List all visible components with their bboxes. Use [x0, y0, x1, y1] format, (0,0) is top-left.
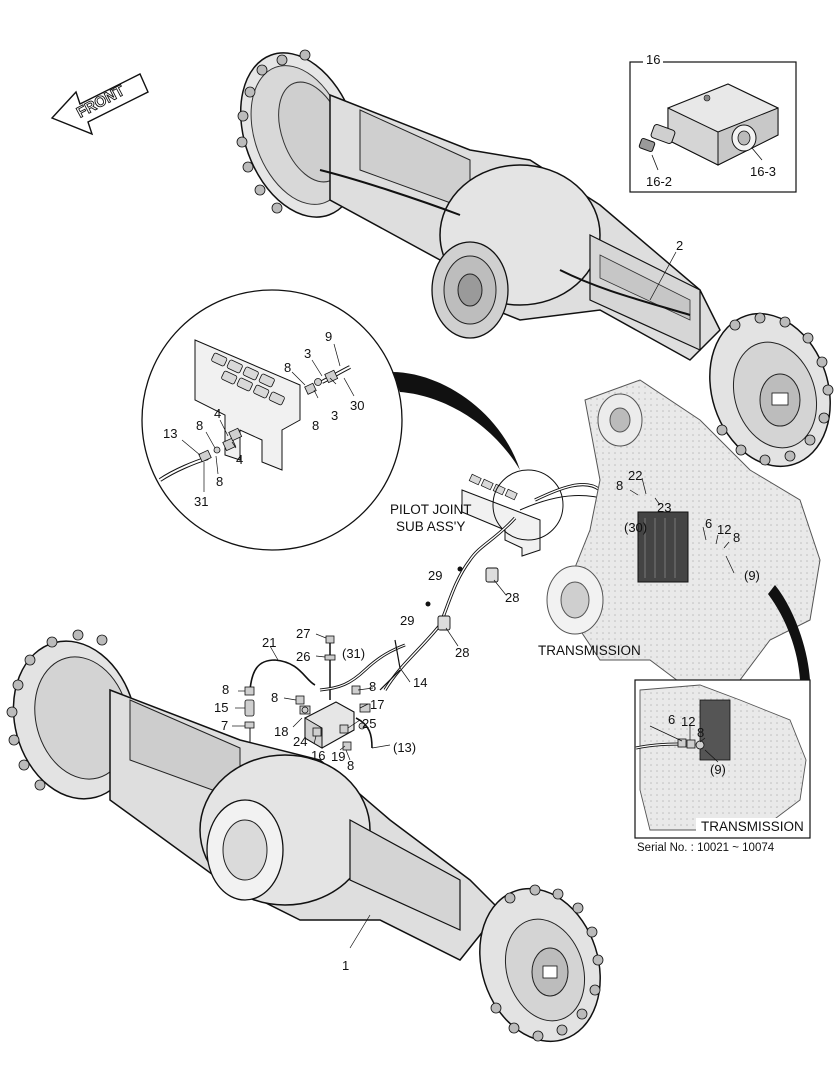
callout-17: 17: [370, 697, 384, 712]
callout-29-upper: 29: [428, 568, 442, 583]
callout-1: 1: [342, 958, 349, 973]
callout-13: 13: [163, 426, 177, 441]
callout-16: 16: [311, 748, 325, 763]
callout-24: 24: [293, 734, 307, 749]
callout-8-trans-upper: 8: [616, 478, 623, 493]
detail-pointer-lower: [768, 585, 810, 680]
callout-19: 19: [331, 749, 345, 764]
callout-18: 18: [274, 724, 288, 739]
callout-28-lower: 28: [455, 645, 469, 660]
callout-9-paren-main: (9): [744, 568, 760, 583]
callout-8-block-left: 8: [222, 682, 229, 697]
callout-8-left: 8: [196, 418, 203, 433]
callout-6-main: 6: [705, 516, 712, 531]
front-arrow: FRONT: [50, 73, 149, 136]
callout-7: 7: [221, 718, 228, 733]
callout-8-block-mid: 8: [271, 690, 278, 705]
callout-8-bottom: 8: [216, 474, 223, 489]
callout-3-lower: 3: [331, 408, 338, 423]
callout-9: 9: [325, 329, 332, 344]
callout-31: 31: [194, 494, 208, 509]
callout-labels: 2 1 9 3 8 30 3 8 4 8 13 4 8 31 PILOT JOI…: [163, 238, 804, 973]
inset-right-label: 16-3: [750, 164, 776, 179]
inset-title-label: 16: [646, 52, 660, 67]
callout-23: 23: [657, 500, 671, 515]
callout-8-inset: 8: [697, 725, 704, 740]
callout-30: 30: [350, 398, 364, 413]
sub-assy-label: SUB ASS'Y: [396, 519, 465, 534]
pilot-joint-assembly: [383, 469, 729, 691]
callout-26: 26: [296, 649, 310, 664]
callout-27: 27: [296, 626, 310, 641]
callout-15: 15: [214, 700, 228, 715]
inset-transmission-port: [634, 679, 811, 839]
callout-14: 14: [413, 675, 427, 690]
inset-left-label: 16-2: [646, 174, 672, 189]
callout-8-trans-right: 8: [733, 530, 740, 545]
transmission-label-main: TRANSMISSION: [538, 643, 641, 658]
callout-12-main: 12: [717, 522, 731, 537]
transmission-label-inset: TRANSMISSION: [701, 819, 804, 834]
callout-3-upper: 3: [304, 346, 311, 361]
callout-30-paren: (30): [624, 520, 647, 535]
callout-8-block-bottom: 8: [347, 758, 354, 773]
callout-12-inset: 12: [681, 714, 695, 729]
callout-8-block-right: 8: [369, 679, 376, 694]
callout-9-paren-inset: (9): [710, 762, 726, 777]
callout-8-lower: 8: [312, 418, 319, 433]
transmission-assembly: [546, 379, 821, 691]
callout-8-upper: 8: [284, 360, 291, 375]
callout-4-upper: 4: [214, 406, 221, 421]
front-axle-assembly: [6, 629, 604, 1043]
callout-29-lower: 29: [400, 613, 414, 628]
callout-4-lower: 4: [236, 452, 243, 467]
callout-6-inset: 6: [668, 712, 675, 727]
callout-25: 25: [362, 716, 376, 731]
callout-22: 22: [628, 468, 642, 483]
callout-31-paren: (31): [342, 646, 365, 661]
callout-28-upper: 28: [505, 590, 519, 605]
detail-pointer-upper: [392, 372, 520, 470]
callout-13-paren: (13): [393, 740, 416, 755]
leader-lines: [232, 251, 735, 949]
callout-2: 2: [676, 238, 683, 253]
pilot-control-block: [244, 635, 406, 751]
rear-axle-assembly: [236, 49, 834, 468]
pilot-joint-detail-circle: [141, 289, 403, 551]
callout-21: 21: [262, 635, 276, 650]
inset-pilot-block: 16 16-2 16-3: [629, 52, 797, 193]
serial-number-label: Serial No. : 10021 ~ 10074: [637, 842, 775, 854]
pilot-joint-label: PILOT JOINT: [390, 502, 472, 517]
